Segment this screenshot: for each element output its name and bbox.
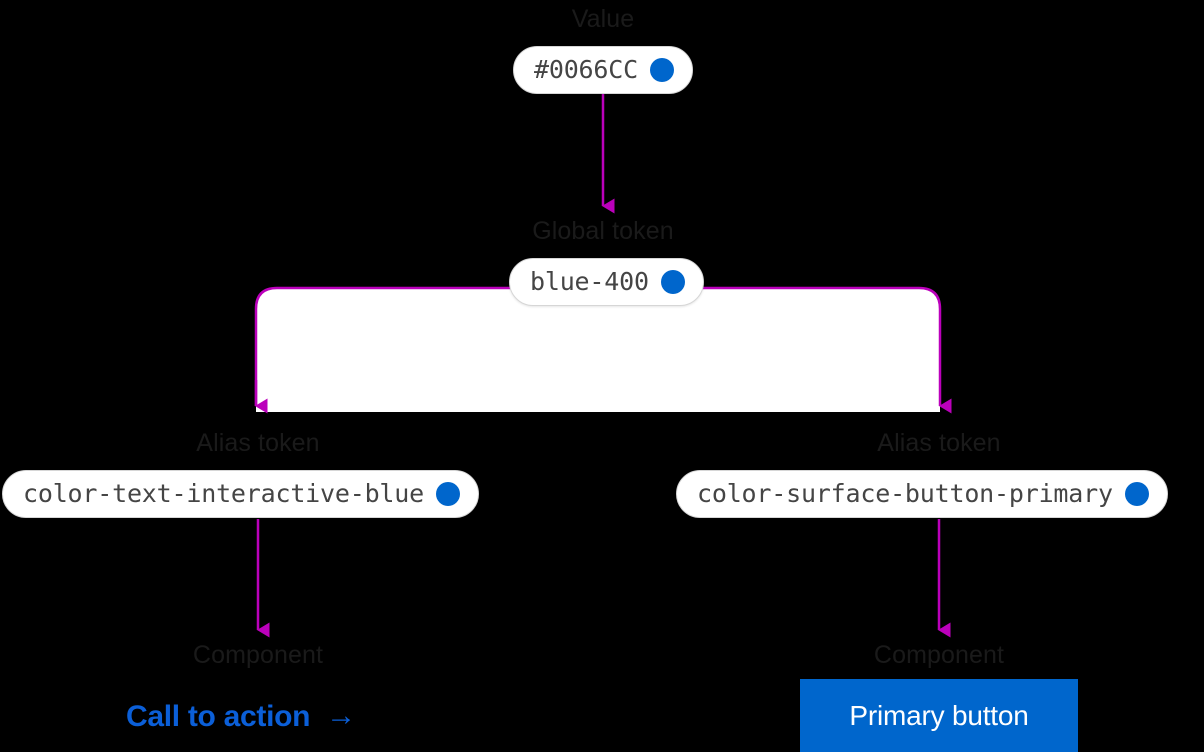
alias-token-right-pill[interactable]: color-surface-button-primary bbox=[676, 470, 1168, 518]
alias-token-right-text: color-surface-button-primary bbox=[697, 479, 1113, 508]
branch-bus-fill bbox=[256, 288, 940, 412]
alias-left-color-swatch-icon bbox=[435, 482, 460, 506]
global-color-swatch-icon bbox=[660, 270, 685, 294]
arrow-right-icon: → bbox=[326, 699, 356, 732]
primary-button-label: Primary button bbox=[849, 699, 1029, 731]
call-to-action-link[interactable]: Call to action → bbox=[126, 700, 356, 734]
value-color-swatch-icon bbox=[649, 58, 674, 82]
call-to-action-label: Call to action bbox=[126, 700, 311, 733]
global-stage-label: Global token bbox=[532, 217, 674, 245]
alias-token-left-pill[interactable]: color-text-interactive-blue bbox=[2, 470, 479, 518]
value-token-pill[interactable]: #0066CC bbox=[513, 46, 693, 94]
alias-left-stage-label: Alias token bbox=[196, 429, 320, 457]
primary-button[interactable]: Primary button bbox=[800, 679, 1078, 752]
value-token-text: #0066CC bbox=[534, 55, 638, 84]
value-stage-label: Value bbox=[571, 5, 635, 33]
component-right-stage-label: Component bbox=[873, 641, 1005, 669]
alias-right-stage-label: Alias token bbox=[877, 429, 1001, 457]
alias-right-color-swatch-icon bbox=[1124, 482, 1149, 506]
component-left-stage-label: Component bbox=[192, 641, 324, 669]
global-token-text: blue-400 bbox=[530, 267, 649, 296]
alias-token-left-text: color-text-interactive-blue bbox=[23, 479, 424, 508]
global-token-pill[interactable]: blue-400 bbox=[509, 258, 704, 306]
